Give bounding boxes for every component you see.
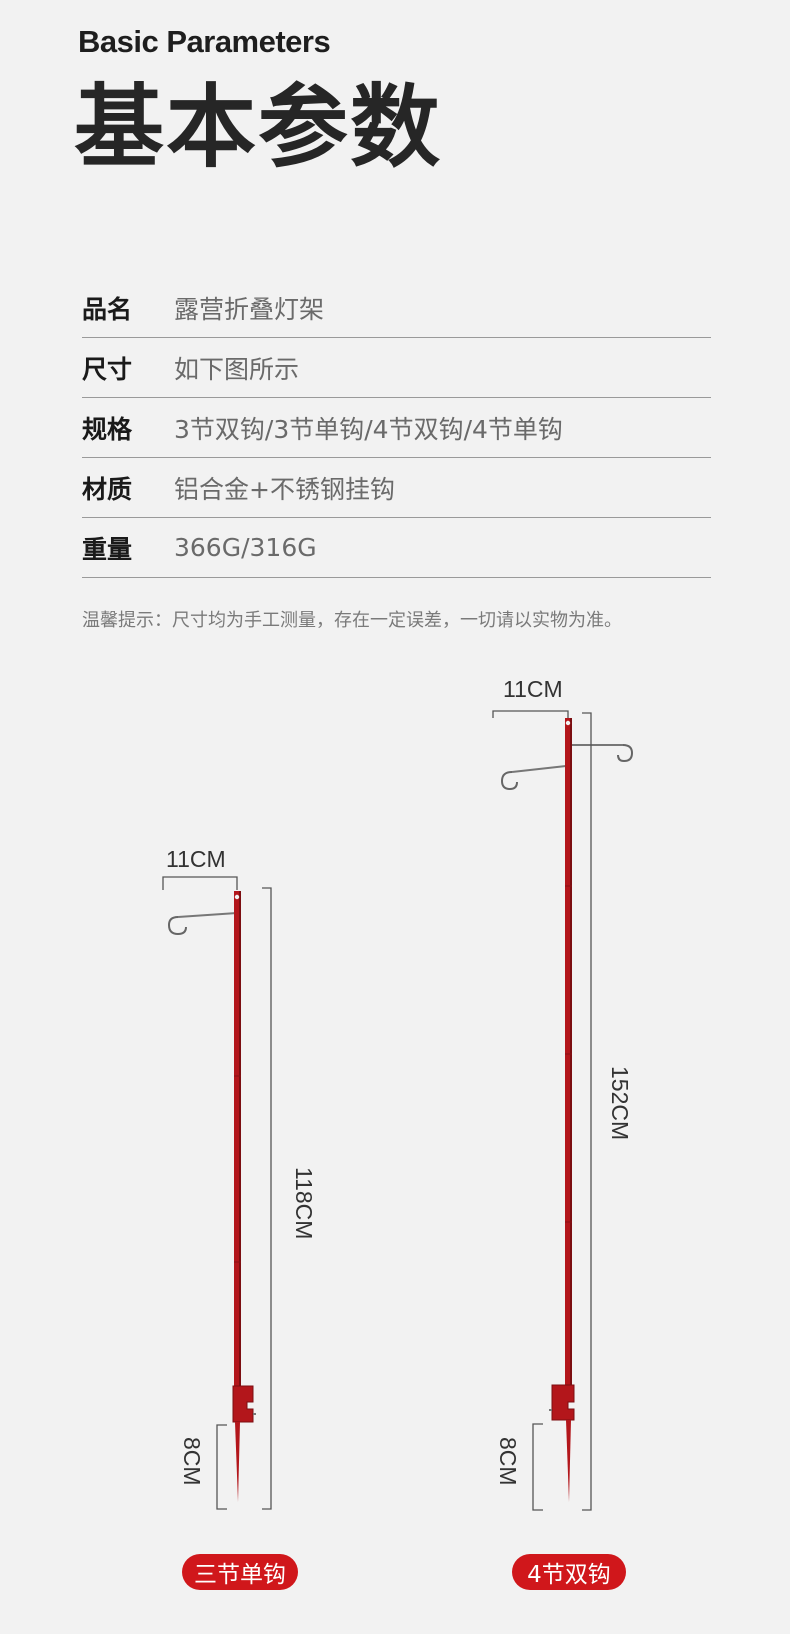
param-key: 重量: [82, 534, 133, 564]
param-row-weight: 重量 366G/316G: [82, 518, 711, 578]
param-key: 尺寸: [82, 354, 133, 384]
right-stand-badge: 4节双钩: [512, 1554, 626, 1590]
param-row-material: 材质 铝合金+不锈钢挂钩: [82, 458, 711, 518]
param-value: 366G/316G: [174, 533, 317, 562]
right-height-label: 152CM: [607, 1066, 633, 1140]
param-key: 材质: [82, 474, 133, 504]
param-value: 3节双钩/3节单钩/4节双钩/4节单钩: [174, 414, 563, 444]
param-value: 如下图所示: [174, 354, 300, 384]
param-key: 规格: [82, 414, 133, 444]
left-stake-label: 8CM: [179, 1437, 205, 1486]
left-height-label: 118CM: [291, 1167, 317, 1239]
right-stand-illustration: 11CM 152CM 8CM: [492, 676, 634, 1511]
right-stake-label: 8CM: [495, 1437, 521, 1486]
param-value: 露营折叠灯架: [174, 294, 325, 324]
left-hook-width-label: 11CM: [166, 846, 226, 872]
param-row-spec: 规格 3节双钩/3节单钩/4节双钩/4节单钩: [82, 398, 711, 458]
parameter-table: 品名 露营折叠灯架 尺寸 如下图所示 规格 3节双钩/3节单钩/4节双钩/4节单…: [82, 278, 711, 578]
title-english: Basic Parameters: [78, 24, 331, 59]
title-chinese: 基本参数: [74, 75, 442, 180]
param-row-size: 尺寸 如下图所示: [82, 338, 711, 398]
left-stand-badge-text: 三节单钩: [194, 1562, 286, 1588]
param-key: 品名: [82, 294, 133, 324]
left-stand-illustration: 11CM 118CM 8CM: [162, 846, 317, 1510]
param-value: 铝合金+不锈钢挂钩: [174, 474, 395, 504]
right-stand-badge-text: 4节双钩: [527, 1562, 611, 1588]
right-hook-width-label: 11CM: [503, 676, 563, 702]
param-row-name: 品名 露营折叠灯架: [82, 278, 711, 338]
left-stand-badge: 三节单钩: [182, 1554, 298, 1590]
measurement-note: 温馨提示：尺寸均为手工测量，存在一定误差，一切请以实物为准。: [82, 610, 622, 631]
